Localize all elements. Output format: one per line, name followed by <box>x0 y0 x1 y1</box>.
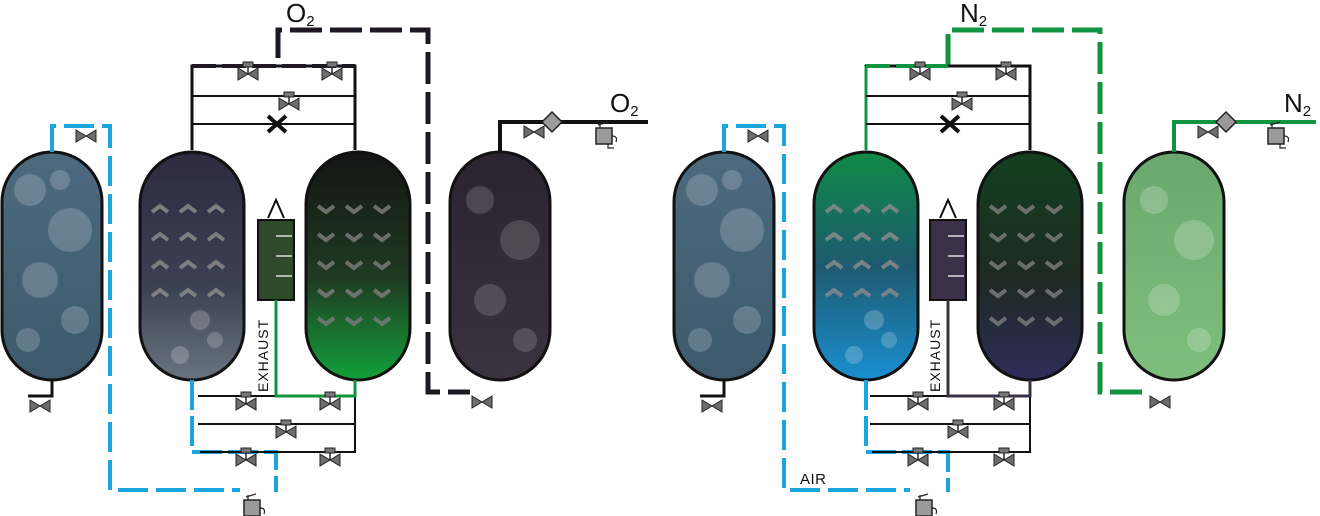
valve-icon[interactable] <box>319 447 341 467</box>
valve-icon[interactable] <box>471 395 493 409</box>
drain-valve-icon[interactable] <box>29 399 51 413</box>
pressure-regulator-icon[interactable] <box>595 121 618 149</box>
oxygen-panel: EXHAUST O2 O2 <box>0 0 648 516</box>
oxygen-top-label: O2 <box>286 0 315 30</box>
oxygen-loop-line <box>275 27 470 395</box>
air-line <box>722 124 910 492</box>
orifice-x-icon <box>266 114 288 134</box>
nitrogen-top-label: N2 <box>960 0 987 30</box>
top-manifold-pipe <box>190 64 357 150</box>
pressure-regulator-icon[interactable] <box>1267 121 1290 149</box>
valve-icon[interactable] <box>747 129 769 143</box>
valve-icon[interactable] <box>278 91 300 111</box>
filter-icon <box>540 110 564 134</box>
nitrogen-outlet-label: N2 <box>1284 88 1311 120</box>
exhaust-silencer <box>929 219 967 301</box>
drain-valve-icon[interactable] <box>701 399 723 413</box>
oxygen-outlet-label: O2 <box>610 88 639 120</box>
exhaust-label: EXHAUST <box>255 319 271 392</box>
valve-icon[interactable] <box>275 419 297 439</box>
valve-icon[interactable] <box>993 447 1015 467</box>
pressure-regulator-icon[interactable] <box>915 493 938 516</box>
valve-icon[interactable] <box>951 91 973 111</box>
valve-icon[interactable] <box>947 419 969 439</box>
air-label: AIR <box>800 471 827 488</box>
valve-icon[interactable] <box>1197 125 1219 139</box>
valve-icon[interactable] <box>523 125 545 139</box>
oxygen-outlet-pipe <box>498 120 648 152</box>
filter-icon <box>1214 110 1238 134</box>
exhaust-silencer <box>257 219 295 301</box>
valve-icon[interactable] <box>235 391 257 411</box>
nitrogen-loop-line <box>945 27 1150 395</box>
valve-icon[interactable] <box>1149 395 1171 409</box>
nitrogen-outlet-pipe <box>1172 120 1316 152</box>
air-line <box>50 124 240 492</box>
orifice-x-icon <box>939 114 961 134</box>
exhaust-label: EXHAUST <box>927 319 943 392</box>
valve-icon[interactable] <box>75 129 97 143</box>
pressure-regulator-icon[interactable] <box>243 493 266 516</box>
valve-icon[interactable] <box>907 391 929 411</box>
nitrogen-panel: AIR EXHAUST <box>672 0 1316 516</box>
